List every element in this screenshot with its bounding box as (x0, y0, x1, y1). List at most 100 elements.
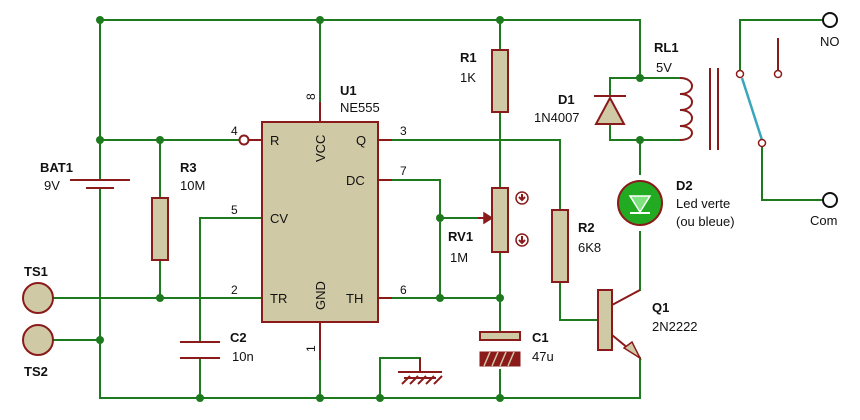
junction-dot (636, 136, 644, 144)
resistor-r2: R2 6K8 (551, 209, 601, 283)
pin-number-5: 5 (231, 203, 238, 217)
pin-label-vcc: VCC (313, 135, 328, 162)
junction-dot (496, 294, 504, 302)
d1-value: 1N4007 (534, 110, 580, 125)
terminal-com (822, 192, 838, 208)
junction-dot (376, 394, 384, 402)
relay-common-contact (757, 138, 767, 148)
r3-body (151, 197, 169, 261)
pin-label-th: TH (346, 291, 363, 306)
touch-sensors: TS1 TS2 (22, 264, 54, 379)
increase-arrow (518, 194, 526, 202)
terminal-no-label: NO (820, 34, 840, 49)
wire-com (761, 144, 823, 201)
wires (51, 19, 823, 399)
relay-nc-contact (773, 69, 783, 79)
led-d2: D2 Led verte (ou bleue) (617, 178, 735, 229)
q1-emitter-arrow (622, 340, 642, 361)
rv1-ref: RV1 (448, 229, 473, 244)
relay-no-contact (735, 69, 745, 79)
bat1-ref: BAT1 (40, 160, 73, 175)
capacitor-c2: C2 10n (180, 330, 254, 364)
r1-value: 1K (460, 70, 476, 85)
c1-plate-top (479, 331, 521, 341)
d2-value-line2: (ou bleue) (676, 214, 735, 229)
ground-symbol (398, 358, 443, 385)
potentiometer-rv1: RV1 1M (448, 187, 529, 265)
wire-output (391, 139, 561, 211)
c1-ref: C1 (532, 330, 549, 345)
junction-dot (156, 294, 164, 302)
d2-value-line1: Led verte (676, 196, 730, 211)
pin-number-8: 8 (304, 93, 318, 100)
q1-base-bar (597, 289, 613, 351)
ic-ne555: R Q DC CV TR TH VCC GND 4 8 3 7 5 2 6 1 … (231, 83, 407, 360)
junction-dot (636, 74, 644, 82)
transistor-q1: Q1 2N2222 (597, 289, 698, 361)
pin-label-tr: TR (270, 291, 287, 306)
wire-ground-symbol (379, 357, 421, 399)
pin-label-cv: CV (270, 211, 288, 226)
pin-label-gnd: GND (313, 281, 328, 310)
wire-discharge (391, 179, 441, 299)
pin-label-dc: DC (346, 173, 365, 188)
terminal-no (822, 12, 838, 28)
junction-dot (196, 394, 204, 402)
ts2-pad (22, 324, 54, 356)
diode-d1: D1 1N4007 (534, 92, 626, 125)
rl1-value: 5V (656, 60, 672, 75)
r3-value: 10M (180, 178, 205, 193)
junction-dot (496, 394, 504, 402)
rv1-value: 1M (450, 250, 468, 265)
c1-hatch (483, 351, 515, 367)
relay-coil (679, 77, 693, 141)
r2-body (551, 209, 569, 283)
decrease-arrow (518, 236, 526, 245)
pin-number-3: 3 (400, 124, 407, 138)
r1-body (491, 49, 509, 113)
capacitor-c1: C1 47u (479, 330, 554, 367)
ic-body (261, 121, 379, 323)
rv1-wiper-arrow (483, 211, 494, 225)
q1-value: 2N2222 (652, 319, 698, 334)
c2-ref: C2 (230, 330, 247, 345)
relay-switch-arm (740, 77, 764, 141)
junction-dot (496, 16, 504, 24)
pin-number-2: 2 (231, 283, 238, 297)
junctions (96, 16, 644, 402)
d1-body (594, 95, 626, 125)
c1-value: 47u (532, 349, 554, 364)
resistor-r3: R3 10M (151, 160, 205, 261)
resistor-r1: R1 1K (460, 49, 509, 113)
junction-dot (96, 16, 104, 24)
reset-inverter-bubble (238, 134, 250, 146)
output-terminals: NO Com (810, 12, 840, 228)
junction-dot (96, 136, 104, 144)
d1-ref: D1 (558, 92, 575, 107)
pin-number-7: 7 (400, 164, 407, 178)
junction-dot (156, 136, 164, 144)
u1-value: NE555 (340, 100, 380, 115)
ts1-ref: TS1 (24, 264, 48, 279)
c1-plate-bottom (479, 351, 521, 367)
pin-number-4: 4 (231, 124, 238, 138)
wire-r2-base (559, 281, 599, 321)
pin-label-r: R (270, 133, 279, 148)
q1-ref: Q1 (652, 300, 669, 315)
relay-rl1: RL1 5V (654, 38, 783, 150)
led-triangle (628, 195, 652, 214)
junction-dot (316, 394, 324, 402)
r2-ref: R2 (578, 220, 595, 235)
junction-dot (96, 336, 104, 344)
r2-value: 6K8 (578, 240, 601, 255)
r1-ref: R1 (460, 50, 477, 65)
battery-bat1: BAT1 9V (40, 160, 130, 193)
c2-value: 10n (232, 349, 254, 364)
u1-ref: U1 (340, 83, 357, 98)
rv1-body (491, 187, 509, 253)
r3-ref: R3 (180, 160, 197, 175)
bat1-value: 9V (44, 178, 60, 193)
junction-dot (436, 294, 444, 302)
ground-hatch (401, 375, 443, 385)
